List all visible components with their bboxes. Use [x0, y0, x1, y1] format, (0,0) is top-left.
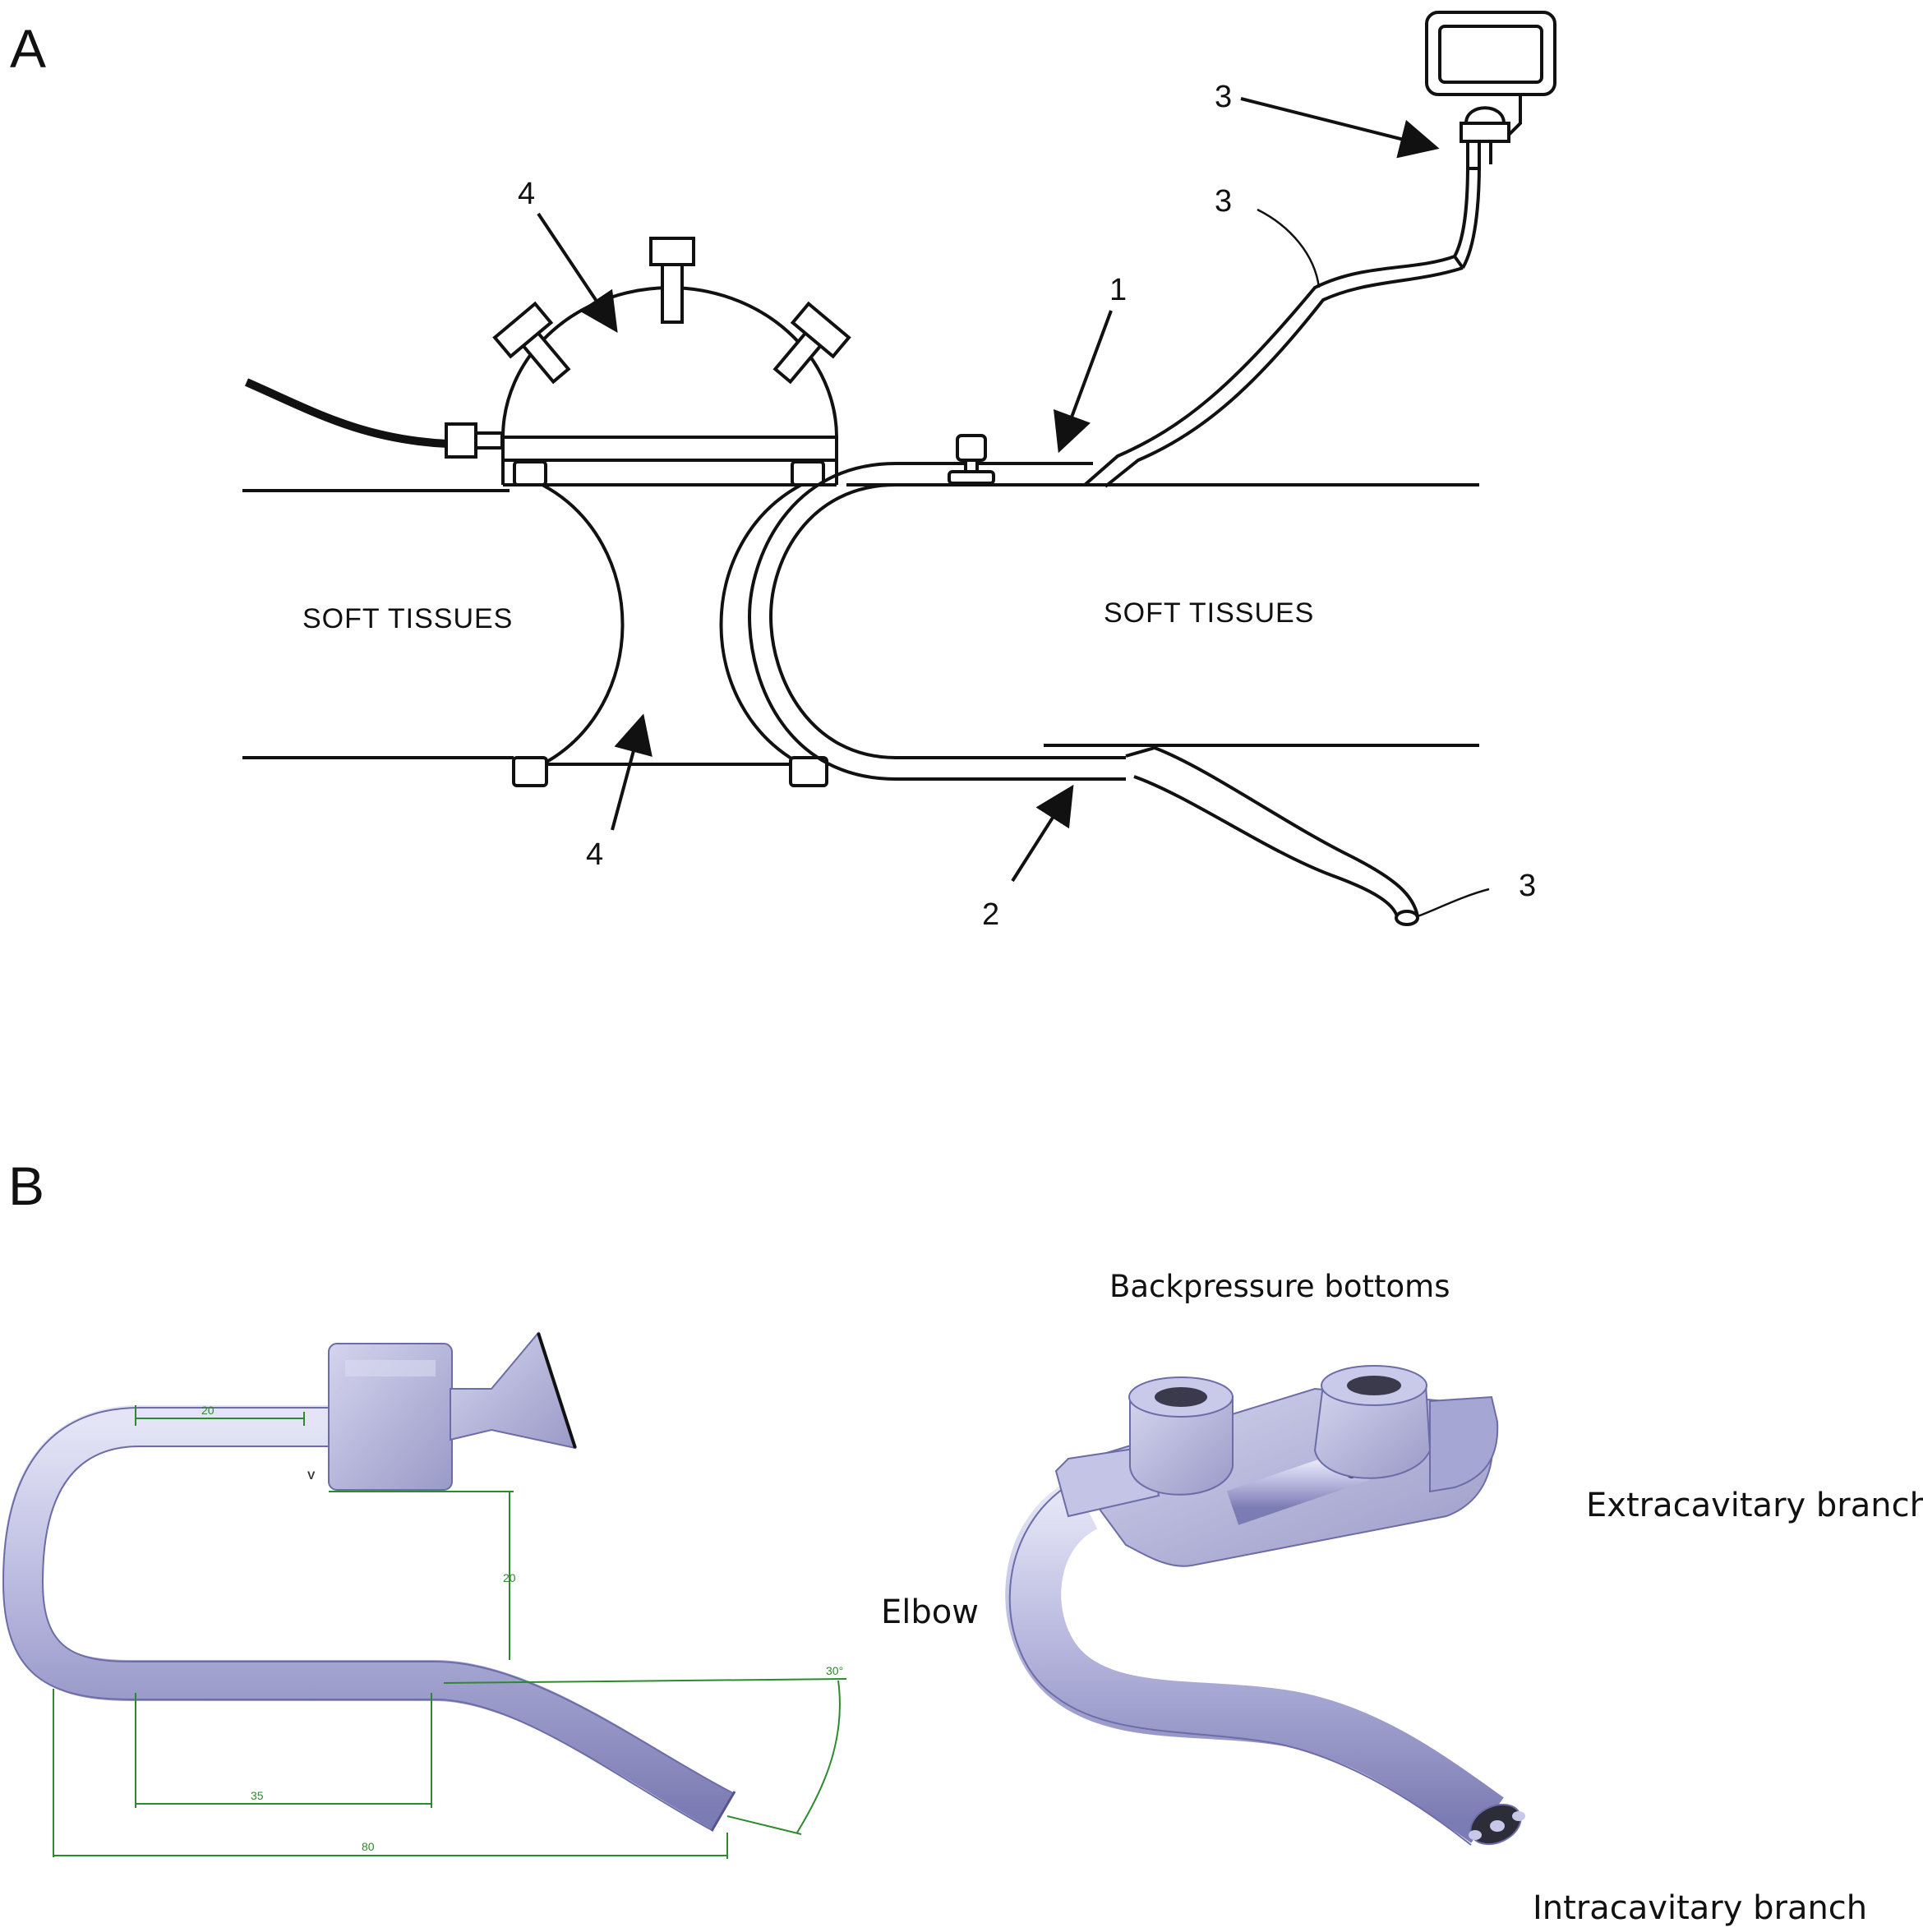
port-body [542, 483, 802, 766]
soft-tissues-right-label: SOFT TISSUES [1104, 597, 1314, 629]
render-cylinder-right [1313, 1384, 1432, 1479]
cad-drawing: 20 20 35 80 30° V [2, 1330, 847, 1859]
u-drain-outer [747, 462, 1126, 781]
callout-label-4-top: 4 [518, 177, 535, 211]
label-elbow: Elbow [881, 1593, 979, 1631]
cable [244, 378, 449, 448]
u-drain [747, 434, 1126, 781]
callout-3-lower [1417, 888, 1490, 918]
callout-label-3-pump: 3 [1215, 80, 1232, 114]
diagram-a [242, 11, 1556, 926]
callout-3-pump [1240, 97, 1440, 159]
cable-connector [445, 422, 477, 459]
dim-80: 80 [362, 1840, 375, 1853]
dim-20-side: 20 [503, 1571, 516, 1584]
render-tube [1005, 1478, 1504, 1843]
port-clamp-tl [513, 460, 547, 486]
pump-display [1425, 11, 1556, 96]
panel-label-b: B [8, 1155, 44, 1216]
callout-3-upper [1257, 208, 1321, 288]
callout-2 [1011, 784, 1074, 883]
lower-tube [1125, 745, 1419, 926]
port-clamp-br [789, 756, 828, 787]
lower-tube-end [1395, 910, 1419, 926]
callout-label-3-lower: 3 [1519, 869, 1536, 903]
soft-tissues-left-label: SOFT TISSUES [302, 603, 513, 634]
dim-20-top: 20 [201, 1404, 214, 1417]
callout-label-1: 1 [1109, 273, 1127, 307]
label-intracavitary-branch: Intracavitary branch [1533, 1889, 1867, 1927]
render-cylinder-left [1129, 1396, 1234, 1496]
upper-tube [1083, 164, 1481, 488]
port-valve-right-cap [790, 301, 851, 359]
panel-label-a: A [10, 18, 46, 79]
u-drain-inner [768, 483, 1126, 759]
dim-angle: 30° [826, 1664, 843, 1677]
port-flange [501, 436, 838, 462]
port-valve-left-cap [492, 301, 554, 359]
callout-1 [1053, 310, 1113, 454]
dim-mark-v: V [307, 1469, 316, 1482]
port-valve-top-cap [649, 237, 695, 266]
callout-4-bottom [611, 713, 653, 831]
label-backpressure-bottoms: Backpressure bottoms [1109, 1269, 1450, 1304]
callout-label-4-bottom: 4 [586, 837, 603, 872]
label-extracavitary-branch: Extracavitary branch [1586, 1487, 1923, 1524]
port-clamp-bl [512, 756, 548, 787]
callout-4-top [537, 212, 618, 333]
callout-label-2: 2 [982, 897, 999, 932]
port-clamp-tr [791, 460, 825, 486]
callout-label-3-upper: 3 [1215, 184, 1232, 219]
device-render [1005, 1365, 1525, 1846]
port-valve-top-stem [661, 263, 684, 324]
cad-dimensions [53, 1405, 847, 1859]
pump-device [1425, 11, 1556, 170]
dim-35: 35 [251, 1789, 264, 1802]
cad-tube [2, 1405, 734, 1830]
drain-clip-top [956, 434, 987, 462]
